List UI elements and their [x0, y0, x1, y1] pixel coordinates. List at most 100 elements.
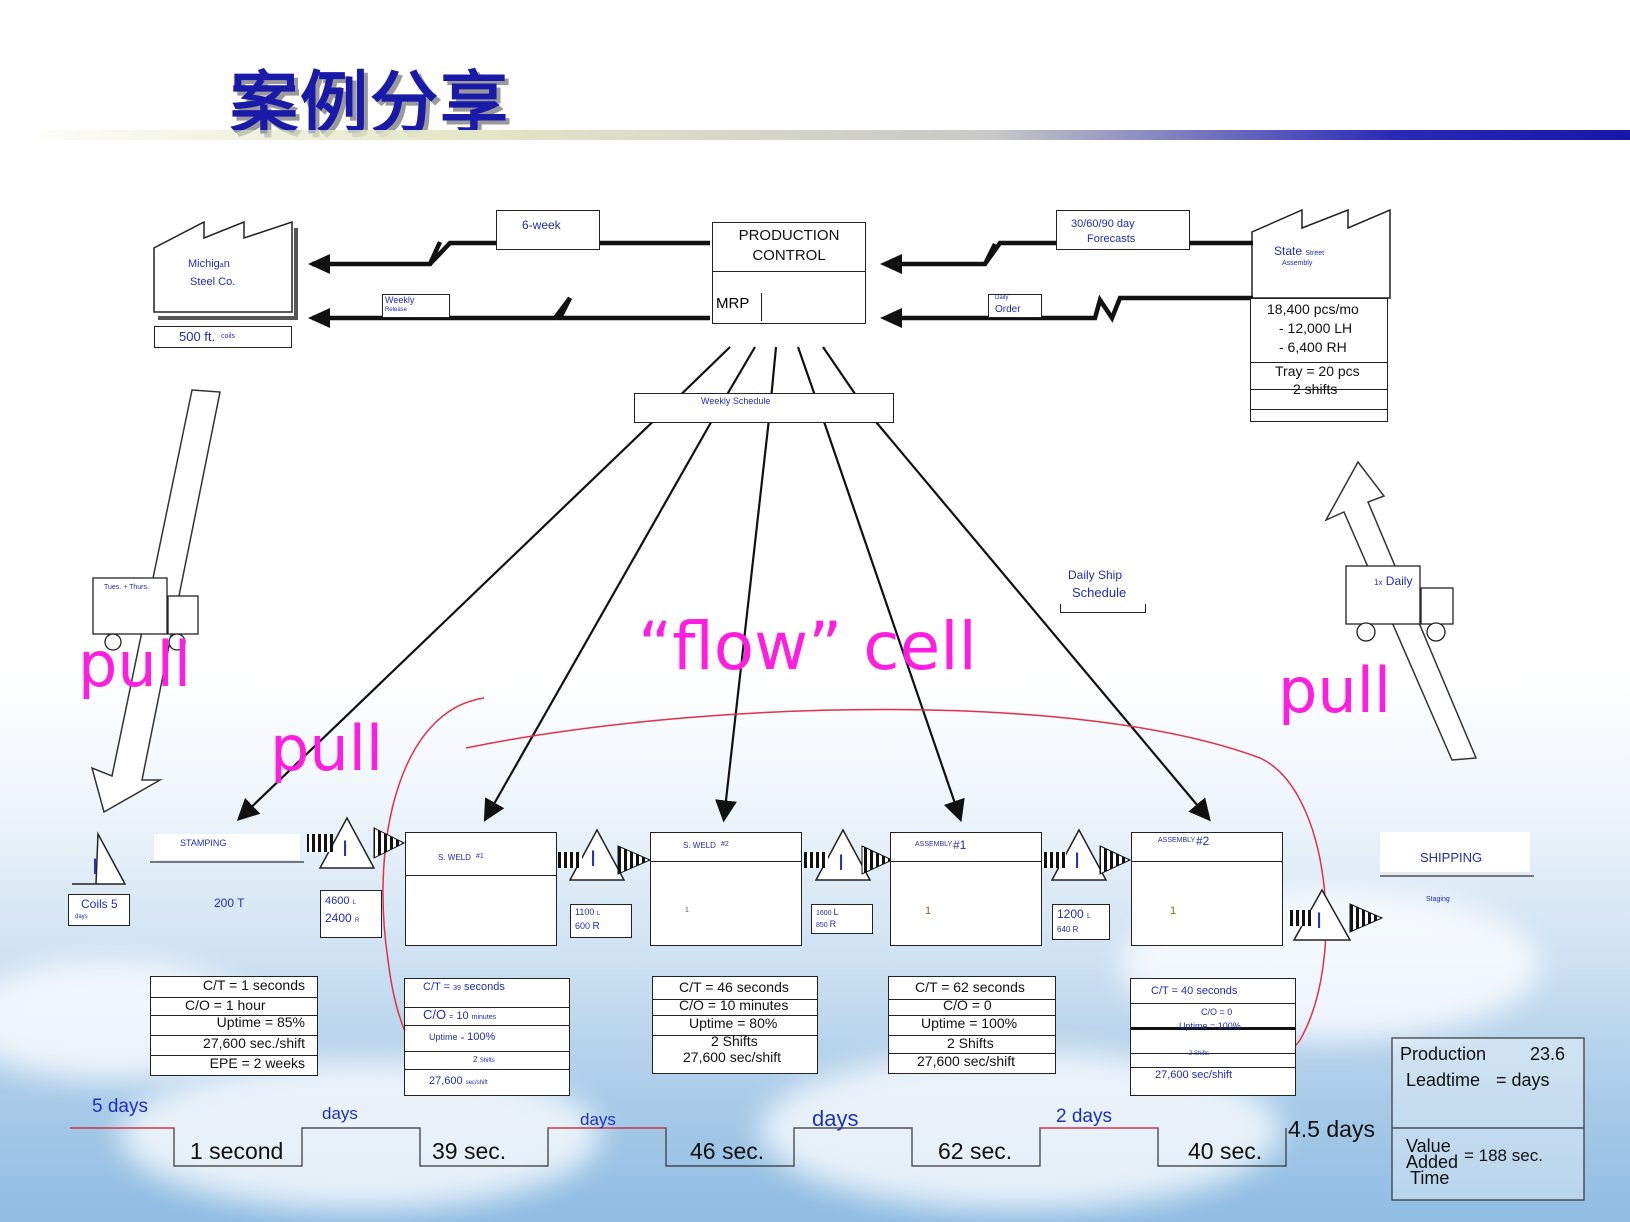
daily-ship-label1: Daily Ship — [1068, 568, 1123, 582]
inventory-2a-unit: L — [596, 911, 601, 917]
process-shipping-name: SHIPPING — [1420, 850, 1483, 865]
annotation-pull-left: pull — [78, 628, 192, 701]
inventory-coils-days: days — [75, 914, 88, 920]
timeline-days-2: days — [322, 1104, 358, 1123]
inventory-icon-label: I — [92, 854, 99, 879]
process-weld2-num: #2 — [721, 841, 729, 848]
inventory-4b-unit: R — [1072, 925, 1079, 934]
summary-pl-unit: = days — [1496, 1070, 1550, 1090]
annotation-pull-right: pull — [1278, 654, 1392, 727]
timeline-days-4: days — [812, 1106, 859, 1131]
timeline-days-6: 4.5 days — [1288, 1116, 1375, 1142]
timeline-days-1: 5 days — [92, 1096, 148, 1117]
production-control-line2: CONTROL — [752, 247, 826, 264]
process-stamping-name: STAMPING — [180, 838, 227, 848]
customer-shifts: 2 shifts — [1293, 381, 1338, 397]
push-arrows — [307, 827, 1384, 933]
annotation-pull-mid: pull — [270, 712, 384, 785]
daily-order-label2: Order — [995, 304, 1021, 315]
daily-ship-bracket — [1060, 604, 1146, 613]
summary-pl-value: 23.6 — [1530, 1044, 1566, 1064]
timeline-sec-3: 46 sec. — [690, 1138, 765, 1164]
daily-order-box: Daily Order — [988, 294, 1042, 318]
weld2-shifts: 2 Shifts — [711, 1033, 758, 1049]
summary-box-frame — [1391, 1037, 1585, 1201]
weld1-uptime-label: Uptime — [429, 1032, 458, 1042]
process-weld2-name: S. WELD — [683, 841, 716, 850]
inventory-icon-label: I — [1316, 908, 1323, 933]
daily-ship-label2: Schedule — [1072, 585, 1127, 600]
process-weld1-name: S. WELD — [438, 853, 471, 862]
assy2-available: 27,600 sec/shift — [1155, 1069, 1233, 1081]
weld1-ct-label: C/T = — [423, 981, 451, 993]
electronic-forecast-arrow-right — [885, 240, 1253, 267]
weekly-schedule-label: Weekly Schedule — [701, 396, 771, 406]
truck-icon-right — [1345, 565, 1454, 642]
inventory-4-box: 1200 L 640 R — [1052, 904, 1110, 940]
assy1-uptime: Uptime = 100% — [921, 1015, 1018, 1031]
mrp-label: MRP — [716, 295, 750, 312]
inventory-1b: 2400 — [325, 911, 352, 925]
customer-data-box: 18,400 pcs/mo - 12,000 LH - 6,400 RH Tra… — [1250, 298, 1388, 422]
assy1-co: C/O = 0 — [943, 997, 992, 1013]
forecast-right-box: 30/60/90 day Forecasts — [1056, 210, 1190, 250]
process-assy2: ASSEMBLY #2 1 — [1131, 832, 1283, 946]
inventory-coils-box: Coils 5 days — [68, 894, 130, 926]
supplier-qty-unit: coils — [221, 333, 236, 340]
assy1-shifts: 2 Shifts — [947, 1035, 994, 1051]
assy2-shifts: 2 Shifts — [1189, 1051, 1210, 1057]
inventory-4a: 1200 — [1057, 907, 1084, 921]
electronic-release-arrow-left — [312, 296, 710, 321]
data-box-weld1: C/T = 39 seconds C/O = 10 minutes Uptime… — [404, 978, 570, 1096]
supplier-name-part2: n — [223, 258, 230, 270]
weld1-shifts-label: Shifts — [479, 1058, 495, 1064]
summary-va-2: Added — [1406, 1152, 1459, 1172]
weld1-shifts-value: 2 — [473, 1055, 478, 1064]
weekly-release-label: Weekly — [385, 295, 415, 305]
stamping-uptime: Uptime = 85% — [216, 1014, 305, 1030]
supplier-name-line2: Steel Co. — [190, 276, 236, 288]
weld2-ct: C/T = 46 seconds — [679, 979, 789, 995]
inventory-icon-label: I — [838, 850, 845, 875]
process-shipping: SHIPPING — [1380, 832, 1530, 872]
customer-name-sub: Street — [1305, 250, 1325, 257]
summary-production: Production — [1400, 1044, 1487, 1064]
process-weld1-num: #1 — [476, 853, 484, 860]
inventory-1a-unit: L — [352, 900, 356, 906]
forecast-left-box: 6-week — [496, 210, 600, 250]
stamping-available: 27,600 sec./shift — [203, 1035, 305, 1051]
inventory-icon-label: I — [342, 836, 349, 861]
electronic-forecast-arrow-left — [312, 240, 710, 267]
stamping-epe: EPE = 2 weeks — [209, 1055, 305, 1071]
inventory-3-box: 1600 L 850 R — [811, 904, 873, 934]
process-stamping: STAMPING — [154, 834, 300, 860]
process-stamping-info: 200 T — [214, 896, 245, 910]
weld2-co: C/O = 10 minutes — [679, 997, 789, 1013]
timeline-days-5: 2 days — [1056, 1106, 1112, 1127]
forecast-right-label2: Forecasts — [1087, 233, 1136, 245]
title-underline — [40, 130, 1630, 140]
production-control-box: PRODUCTION CONTROL MRP — [712, 222, 866, 324]
customer-name-line2: Assembly — [1282, 260, 1313, 267]
data-box-weld2: C/T = 46 seconds C/O = 10 minutes Uptime… — [652, 976, 818, 1074]
process-assy2-num: #2 — [1196, 834, 1210, 848]
weld2-available: 27,600 sec/shift — [683, 1049, 782, 1065]
inventory-3a: 1600 — [816, 910, 832, 917]
weld1-co-value: 10 — [456, 1010, 469, 1022]
inventory-3b: 850 — [816, 922, 828, 929]
truck-right-label: Daily — [1385, 574, 1413, 588]
weld1-co-unit: minutes — [471, 1014, 497, 1021]
forecast-right-label: 30/60/90 day — [1071, 218, 1135, 230]
inventory-2b: 600 — [575, 921, 591, 931]
operator-count-assy1: 1 — [925, 905, 932, 917]
inventory-3b-unit: R — [829, 919, 837, 929]
weld1-co-eq: = — [449, 1014, 454, 1021]
process-weld1: S. WELD #1 — [405, 832, 557, 946]
annotation-flow-cell: “flow” cell — [638, 608, 977, 685]
data-box-assy2: C/T = 40 seconds C/O = 0 Uptime = 100% 2… — [1130, 978, 1296, 1096]
summary-va-1: Value — [1406, 1136, 1451, 1156]
inventory-1b-unit: R — [355, 918, 360, 924]
supplier-qty-box: 500 ft. coils — [154, 326, 292, 348]
timeline-sec-5: 40 sec. — [1188, 1138, 1263, 1164]
